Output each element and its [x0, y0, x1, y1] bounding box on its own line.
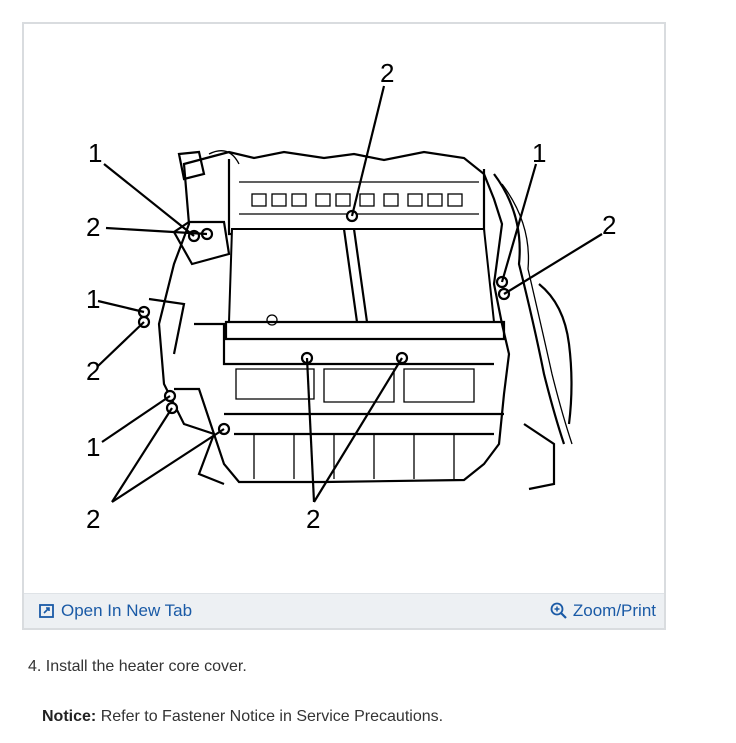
- magnifier-plus-icon: [550, 602, 567, 619]
- callout-label: 1: [532, 138, 546, 168]
- callout-label: 2: [86, 212, 100, 242]
- callout-label: 2: [380, 58, 394, 88]
- notice-text: Notice: Refer to Fastener Notice in Serv…: [42, 708, 443, 726]
- heater-core-cover-diagram: 2 1 1 2 2 1 2 1 2 2: [86, 58, 616, 534]
- step-text: Install the heater core cover.: [45, 658, 247, 675]
- callout-label: 2: [306, 504, 320, 534]
- callout-label: 2: [86, 504, 100, 534]
- open-in-new-tab-link[interactable]: Open In New Tab: [38, 601, 192, 621]
- notice-label: Notice:: [42, 708, 97, 725]
- procedure-step: 4. Install the heater core cover.: [28, 658, 247, 676]
- notice-body: Refer to Fastener Notice in Service Prec…: [100, 708, 444, 725]
- callout-label: 2: [602, 210, 616, 240]
- callout-label: 1: [86, 432, 100, 462]
- step-number: 4.: [28, 658, 42, 675]
- open-in-new-tab-label: Open In New Tab: [61, 601, 193, 620]
- open-external-icon: [39, 604, 54, 618]
- callout-label: 1: [86, 284, 100, 314]
- callout-label: 2: [86, 356, 100, 386]
- callout-label: 1: [88, 138, 102, 168]
- figure-toolbar: Open In New Tab Zoom/Print: [24, 593, 664, 628]
- zoom-print-link[interactable]: Zoom/Print: [550, 601, 656, 621]
- callout-leaders: [97, 85, 603, 503]
- figure-card: 2 1 1 2 2 1 2 1 2 2 Open In New Tab: [22, 22, 666, 630]
- hvac-housing-drawing: [148, 150, 573, 491]
- callout-labels: 2 1 1 2 2 1 2 1 2 2: [86, 58, 616, 534]
- zoom-print-label: Zoom/Print: [572, 601, 656, 620]
